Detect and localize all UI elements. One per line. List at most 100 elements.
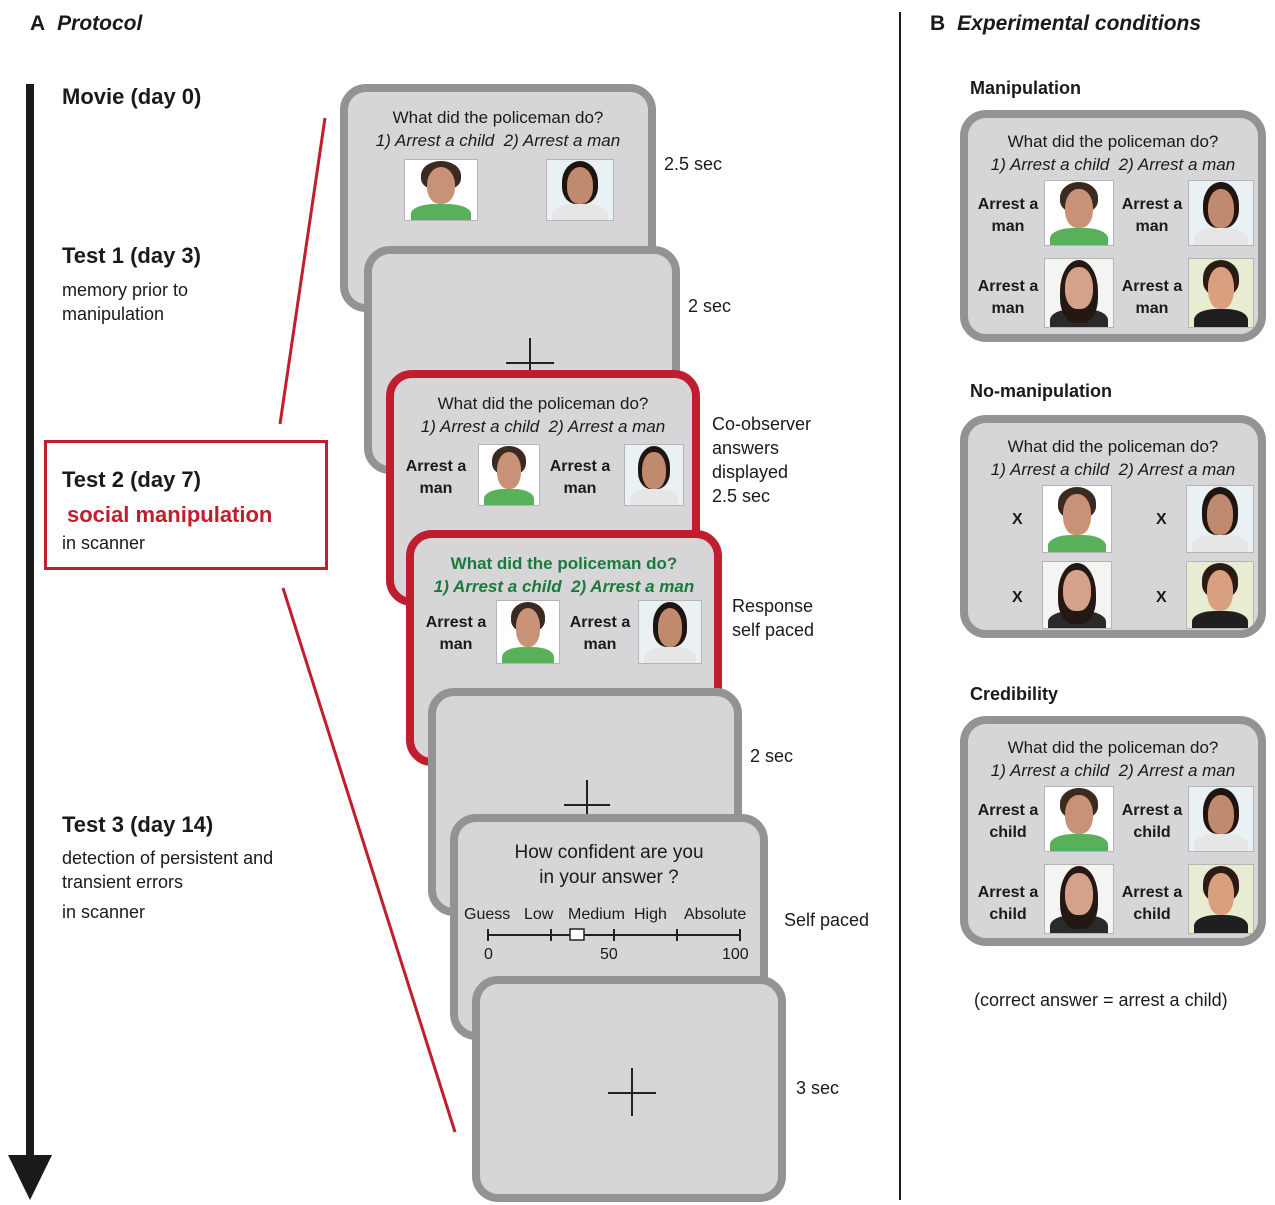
photo-shoulders bbox=[1194, 915, 1248, 933]
answer-label: Arrest a man bbox=[972, 276, 1044, 320]
photo-face bbox=[1208, 873, 1234, 916]
question-block: What did the policeman do? 1) Arrest a c… bbox=[348, 106, 648, 152]
photo-face bbox=[1065, 267, 1093, 310]
arrest-text: Arrest a bbox=[425, 614, 487, 631]
timing-fixation-3: 3 sec bbox=[796, 1078, 840, 1098]
connector-line-top bbox=[278, 117, 327, 425]
scale-label: Low bbox=[524, 906, 554, 923]
photo-shoulders bbox=[1192, 610, 1248, 628]
confidence-question: How confident are you in your answer ? bbox=[458, 840, 760, 890]
photo-face bbox=[642, 452, 666, 490]
timing-line: 2.5 sec bbox=[712, 486, 771, 506]
option-2: 2) Arrest a man bbox=[548, 417, 666, 436]
scale-value: 50 bbox=[600, 946, 618, 963]
condition-manipulation-title: Manipulation bbox=[970, 78, 1081, 98]
arrest-text: Arrest a bbox=[977, 278, 1039, 295]
option-2: 2) Arrest a man bbox=[503, 131, 621, 150]
photo-face bbox=[515, 608, 541, 647]
question-options: 1) Arrest a child 2) Arrest a man bbox=[414, 575, 714, 598]
condition-credibility-screen: What did the policeman do? 1) Arrest a c… bbox=[960, 716, 1266, 946]
face-photo bbox=[496, 600, 560, 664]
question-options: 1) Arrest a child 2) Arrest a man bbox=[968, 759, 1258, 782]
answer-text: man bbox=[583, 636, 617, 653]
answer-text: man bbox=[991, 300, 1025, 317]
fixation-cross bbox=[586, 780, 588, 826]
photo-face bbox=[497, 452, 521, 490]
question-options: 1) Arrest a child 2) Arrest a man bbox=[348, 129, 648, 152]
answer-text: man bbox=[439, 636, 473, 653]
stage-test1: Test 1 (day 3) bbox=[62, 243, 201, 268]
arrest-text: Arrest a bbox=[405, 458, 467, 475]
photo-shoulders bbox=[552, 204, 608, 220]
face-photo bbox=[638, 600, 702, 664]
face-photo bbox=[478, 444, 540, 506]
question-block: What did the policeman do? 1) Arrest a c… bbox=[968, 435, 1258, 481]
stage-test3: Test 3 (day 14) bbox=[62, 812, 214, 837]
photo-face bbox=[1063, 569, 1091, 611]
photo-face bbox=[1208, 188, 1234, 229]
photo-face bbox=[1206, 569, 1234, 611]
scale-slider-handle[interactable] bbox=[569, 928, 585, 941]
note-line: transient errors bbox=[62, 872, 184, 892]
scale-value: 0 bbox=[484, 946, 493, 963]
no-answer-mark: X bbox=[1156, 589, 1167, 606]
social-manipulation-label: social manipulation bbox=[67, 502, 273, 527]
question-text: What did the policeman do? bbox=[437, 394, 649, 413]
face-photo bbox=[1044, 180, 1114, 246]
note-line: memory prior to bbox=[62, 280, 189, 300]
face-photo bbox=[1044, 786, 1114, 852]
note-line: detection of persistent and bbox=[62, 848, 274, 868]
photo-face bbox=[1206, 493, 1234, 535]
stage-test2-note: in scanner bbox=[62, 533, 146, 553]
photo-shoulders bbox=[643, 646, 697, 663]
photo-face bbox=[1065, 873, 1093, 916]
photo-shoulders bbox=[1050, 834, 1108, 851]
photo-shoulders bbox=[1194, 309, 1248, 327]
fixation-cross bbox=[631, 1068, 633, 1116]
photo-shoulders bbox=[1194, 228, 1248, 245]
option-2: 2) Arrest a man bbox=[1118, 761, 1236, 780]
panel-b-heading: B Experimental conditions bbox=[930, 12, 1201, 36]
no-answer-mark: X bbox=[1012, 589, 1023, 606]
answer-text: child bbox=[989, 906, 1027, 923]
answer-text: man bbox=[991, 218, 1025, 235]
question-block: What did the policeman do? 1) Arrest a c… bbox=[414, 552, 714, 598]
question-block: What did the policeman do? 1) Arrest a c… bbox=[394, 392, 692, 438]
option-1: 1) Arrest a child bbox=[420, 417, 540, 436]
arrest-text: Arrest a bbox=[1121, 278, 1183, 295]
arrest-text: Arrest a bbox=[569, 614, 631, 631]
option-1: 1) Arrest a child bbox=[990, 761, 1110, 780]
photo-face bbox=[1208, 267, 1234, 310]
correct-answer-footnote: (correct answer = arrest a child) bbox=[974, 990, 1228, 1010]
condition-credibility-title: Credibility bbox=[970, 684, 1059, 704]
photo-shoulders bbox=[1050, 228, 1108, 245]
test2-highlight-box: Test 2 (day 7) social manipulation in sc… bbox=[44, 440, 328, 570]
panel-b-letter: B bbox=[930, 12, 946, 35]
note-line: in scanner bbox=[62, 902, 146, 922]
panel-b-title: Experimental conditions bbox=[957, 12, 1202, 35]
confidence-scale[interactable] bbox=[458, 822, 760, 1032]
timing-response: Response self paced bbox=[732, 594, 814, 642]
photo-shoulders bbox=[1192, 534, 1248, 552]
photo-face bbox=[426, 167, 456, 205]
timing-question: 2.5 sec bbox=[664, 154, 723, 174]
answer-text: child bbox=[1133, 906, 1171, 923]
confidence-line: in your answer ? bbox=[539, 867, 679, 888]
photo-shoulders bbox=[483, 489, 535, 505]
face-photo bbox=[404, 159, 478, 221]
answer-label: Arrest a man bbox=[420, 612, 492, 656]
photo-shoulders bbox=[629, 489, 679, 505]
photo-face bbox=[1208, 794, 1234, 835]
question-text: What did the policeman do? bbox=[1007, 132, 1219, 151]
answer-text: child bbox=[1133, 824, 1171, 841]
stage-movie: Movie (day 0) bbox=[62, 84, 202, 109]
scale-label: Absolute bbox=[684, 906, 747, 923]
answer-text: man bbox=[1135, 300, 1169, 317]
arrest-text: Arrest a bbox=[549, 458, 611, 475]
answer-label: Arrest a man bbox=[1116, 276, 1188, 320]
face-photo bbox=[1186, 485, 1254, 553]
screen-fixation-3 bbox=[472, 976, 786, 1202]
answer-text: man bbox=[563, 480, 597, 497]
